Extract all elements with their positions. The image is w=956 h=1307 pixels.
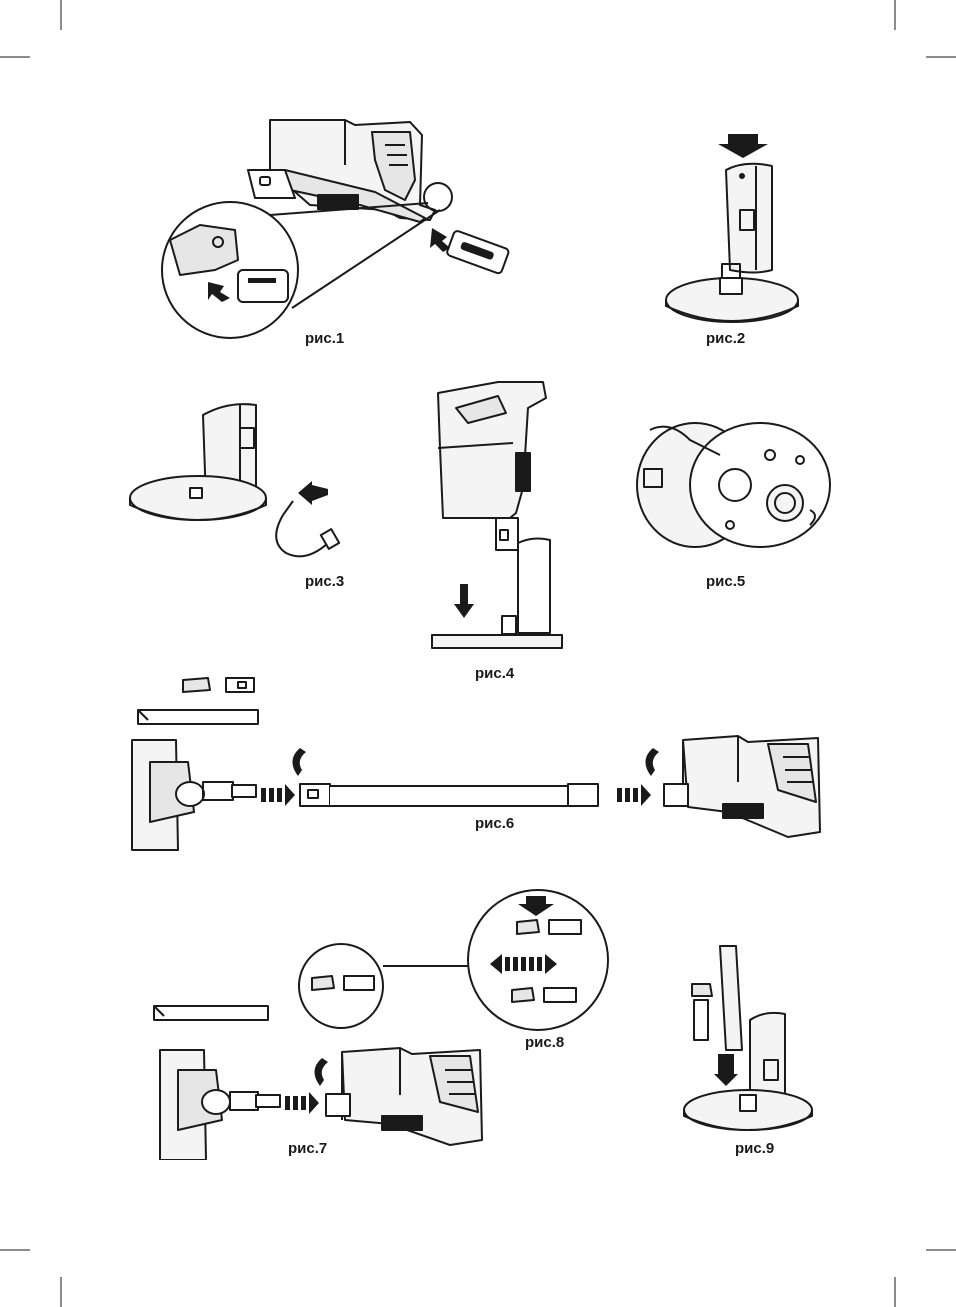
figure-6-caption: рис.6 <box>475 815 514 832</box>
figure-1-caption: рис.1 <box>305 330 344 347</box>
figure-8-accessory-tool <box>298 888 618 1038</box>
figure-3-dock-power-cord <box>128 393 368 578</box>
figure-7-caption: рис.7 <box>288 1140 327 1157</box>
figure-1-battery-insert <box>160 110 520 350</box>
figure-5-caption: рис.5 <box>706 573 745 590</box>
figure-9-caption: рис.9 <box>735 1140 774 1157</box>
figure-4-unit-on-dock <box>428 378 568 653</box>
figure-3-caption: рис.3 <box>305 573 344 590</box>
figure-5-dock-underside <box>630 415 840 565</box>
figure-8-caption: рис.8 <box>525 1034 564 1051</box>
figure-2-dock-assembly <box>660 130 800 330</box>
figure-9-accessory-storage <box>680 940 830 1140</box>
figure-2-caption: рис.2 <box>706 330 745 347</box>
